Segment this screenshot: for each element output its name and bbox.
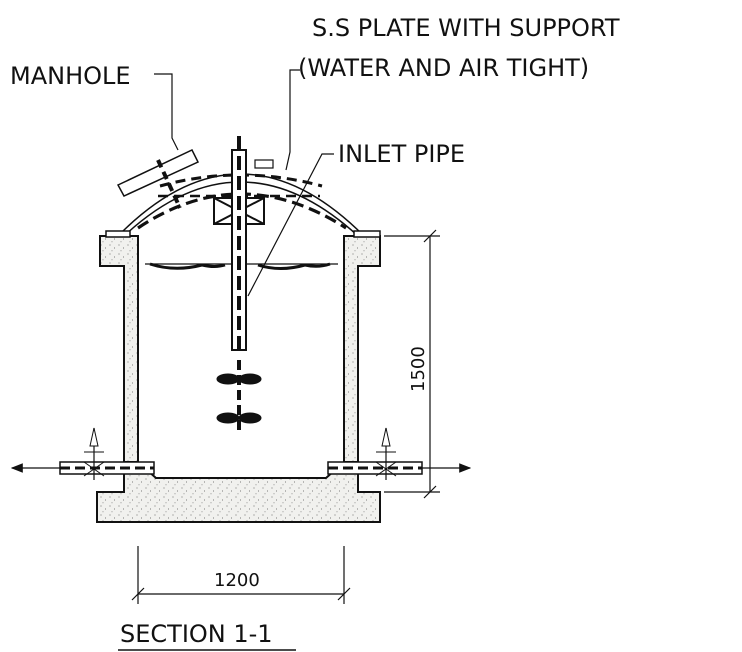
diffuser-assembly (216, 360, 262, 432)
plate-label-line1: S.S PLATE WITH SUPPORT (312, 14, 620, 42)
outlet-pipe-left (10, 427, 155, 480)
plate-label-line2: (WATER AND AIR TIGHT) (298, 54, 589, 82)
inlet-pipe (231, 136, 247, 351)
manhole-label: MANHOLE (10, 62, 131, 90)
width-dimension-label: 1200 (214, 570, 260, 591)
inlet-pipe-leader (247, 153, 334, 297)
height-dimension-label: 1500 (408, 346, 429, 392)
section-title: SECTION 1-1 (120, 620, 273, 648)
plate-leader (285, 69, 300, 171)
inlet-pipe-label: INLET PIPE (338, 140, 465, 168)
floor-haunch (137, 461, 345, 479)
width-dimension (131, 546, 351, 604)
manhole-cover (116, 149, 200, 209)
left-wall (99, 235, 139, 463)
manhole-leader (154, 73, 179, 151)
height-dimension (384, 229, 440, 499)
right-wall (343, 235, 381, 463)
